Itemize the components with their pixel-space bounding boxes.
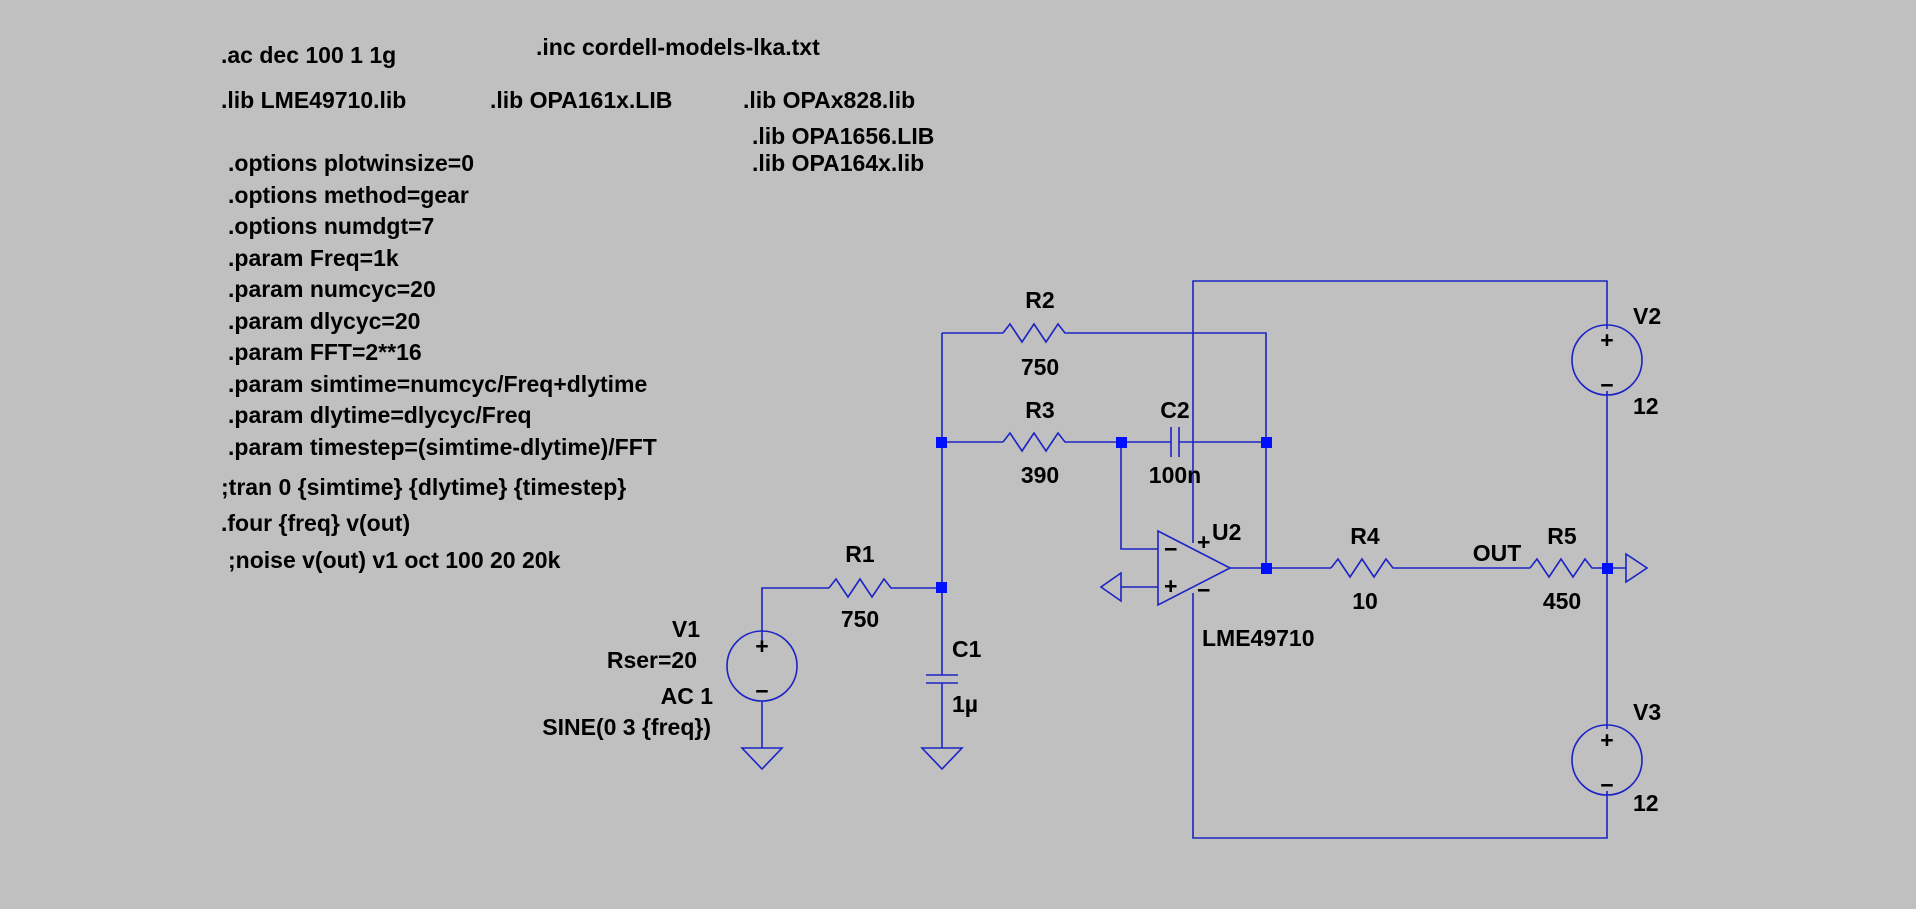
voltage-source-v1-sine: SINE(0 3 {freq})	[542, 714, 711, 740]
resistor-r5-body	[1529, 557, 1598, 579]
opamp-u2-model: LME49710	[1202, 625, 1315, 651]
voltage-source-v2-circle	[1571, 324, 1643, 396]
capacitor-c2[interactable]: C2 100n	[1149, 397, 1201, 488]
directive-inc[interactable]: .inc cordell-models-lka.txt	[536, 34, 820, 60]
voltage-source-v1-name: V1	[672, 616, 700, 642]
resistor-r1[interactable]: R1 750	[828, 541, 898, 632]
capacitor-c1-value: 1µ	[952, 691, 978, 717]
resistor-r4[interactable]: R4 10	[1330, 523, 1400, 614]
wire-positive-supply[interactable]	[1192, 280, 1608, 543]
voltage-source-v2-minus-sign: −	[1600, 372, 1613, 398]
wire-v1-r1[interactable]	[761, 587, 829, 640]
junction-dot	[936, 582, 947, 593]
junction-dot	[1116, 437, 1127, 448]
opamp-u2-vminus-pin-label: −	[1197, 577, 1210, 603]
resistor-r2[interactable]: R2 750	[1002, 287, 1072, 380]
opamp-u2-body	[1157, 529, 1232, 607]
wire-inverting-input[interactable]	[1120, 442, 1158, 550]
resistor-r5-name: R5	[1547, 523, 1577, 549]
directive-four[interactable]: .four {freq} v(out)	[221, 510, 410, 536]
resistor-r2-name: R2	[1025, 287, 1054, 313]
voltage-source-v3-minus-sign: −	[1600, 772, 1613, 798]
directive-options-method[interactable]: .options method=gear	[228, 182, 469, 208]
resistor-r3-name: R3	[1025, 397, 1054, 423]
ground-symbol-v1[interactable]	[740, 747, 784, 771]
junction-dot	[1261, 437, 1272, 448]
directive-lib-lme49710[interactable]: .lib LME49710.lib	[221, 87, 406, 113]
directive-param-timestep[interactable]: .param timestep=(simtime-dlytime)/FFT	[228, 434, 657, 460]
directive-options-numdgt[interactable]: .options numdgt=7	[228, 213, 434, 239]
directive-param-dlycyc[interactable]: .param dlycyc=20	[228, 308, 420, 334]
resistor-r1-name: R1	[845, 541, 875, 567]
directive-options-plotwinsize[interactable]: .options plotwinsize=0	[228, 150, 474, 176]
resistor-r4-name: R4	[1350, 523, 1380, 549]
voltage-source-v1-minus-sign: −	[755, 678, 768, 704]
wires	[761, 280, 1626, 839]
resistor-r1-value: 750	[841, 606, 879, 632]
directive-param-fft[interactable]: .param FFT=2**16	[228, 339, 422, 365]
resistor-r3-body	[1002, 431, 1072, 453]
directive-lib-opa161x[interactable]: .lib OPA161x.LIB	[490, 87, 672, 113]
resistor-r2-body	[1002, 322, 1072, 344]
voltage-source-v2-name: V2	[1633, 303, 1661, 329]
voltage-source-v1-rser: Rser=20	[607, 647, 697, 673]
wire-r2-right[interactable]	[1072, 332, 1267, 442]
directive-lib-opax828[interactable]: .lib OPAx828.lib	[743, 87, 915, 113]
junction-dot	[936, 437, 947, 448]
directive-tran[interactable]: ;tran 0 {simtime} {dlytime} {timestep}	[221, 474, 626, 500]
junction-dot	[1261, 563, 1272, 574]
capacitor-c1[interactable]: C1 1µ	[926, 636, 982, 717]
capacitor-c2-value: 100n	[1149, 462, 1201, 488]
directive-param-dlytime[interactable]: .param dlytime=dlycyc/Freq	[228, 402, 532, 428]
resistor-r5-value: 450	[1543, 588, 1581, 614]
directive-lib-opa164x[interactable]: .lib OPA164x.lib	[752, 150, 924, 176]
opamp-u2-plus-pin-label: +	[1164, 573, 1177, 599]
resistor-r3-value: 390	[1021, 462, 1059, 488]
reference-symbol-opamp-input[interactable]	[1099, 571, 1122, 603]
junctions	[936, 437, 1613, 593]
net-label-out[interactable]: OUT	[1473, 540, 1522, 566]
voltage-source-v3[interactable]: + − V3 12	[1571, 699, 1661, 816]
capacitor-c1-name: C1	[952, 636, 982, 662]
directive-param-numcyc[interactable]: .param numcyc=20	[228, 276, 436, 302]
voltage-source-v1-ac: AC 1	[661, 683, 714, 709]
voltage-source-v1-plus-sign: +	[755, 633, 768, 659]
directive-param-simtime[interactable]: .param simtime=numcyc/Freq+dlytime	[228, 371, 647, 397]
voltage-source-v3-circle	[1571, 724, 1643, 796]
voltage-source-v3-value: 12	[1633, 790, 1659, 816]
voltage-source-v2[interactable]: + − V2 12	[1571, 303, 1661, 419]
resistor-r5[interactable]: R5 450	[1529, 523, 1598, 614]
voltage-source-v3-name: V3	[1633, 699, 1661, 725]
directive-ac[interactable]: .ac dec 100 1 1g	[221, 42, 396, 68]
resistor-r2-value: 750	[1021, 354, 1059, 380]
voltage-source-v2-value: 12	[1633, 393, 1659, 419]
resistor-r4-body	[1330, 557, 1400, 579]
capacitor-c2-name: C2	[1160, 397, 1189, 423]
reference-symbol-output[interactable]	[1625, 552, 1649, 584]
wire-negative-supply[interactable]	[1192, 593, 1608, 839]
opamp-u2-vplus-pin-label: +	[1197, 529, 1210, 555]
junction-dot	[1602, 563, 1613, 574]
directive-lib-opa1656[interactable]: .lib OPA1656.LIB	[752, 123, 934, 149]
resistor-r4-value: 10	[1352, 588, 1378, 614]
directive-noise[interactable]: ;noise v(out) v1 oct 100 20 20k	[228, 547, 561, 573]
resistor-r1-body	[828, 577, 898, 599]
voltage-source-v1[interactable]: + − V1 Rser=20 AC 1 SINE(0 3 {freq})	[542, 616, 798, 748]
spice-directives: .ac dec 100 1 1g .inc cordell-models-lka…	[221, 34, 934, 573]
voltage-source-v2-plus-sign: +	[1600, 327, 1613, 353]
ground-symbol-c1[interactable]	[920, 747, 964, 771]
opamp-u2[interactable]: − + + − U2 LME49710	[1157, 519, 1315, 651]
resistor-r3[interactable]: R3 390	[1002, 397, 1072, 488]
opamp-u2-name: U2	[1212, 519, 1241, 545]
directive-param-freq[interactable]: .param Freq=1k	[228, 245, 399, 271]
voltage-source-v3-plus-sign: +	[1600, 727, 1613, 753]
opamp-u2-minus-pin-label: −	[1164, 536, 1177, 562]
